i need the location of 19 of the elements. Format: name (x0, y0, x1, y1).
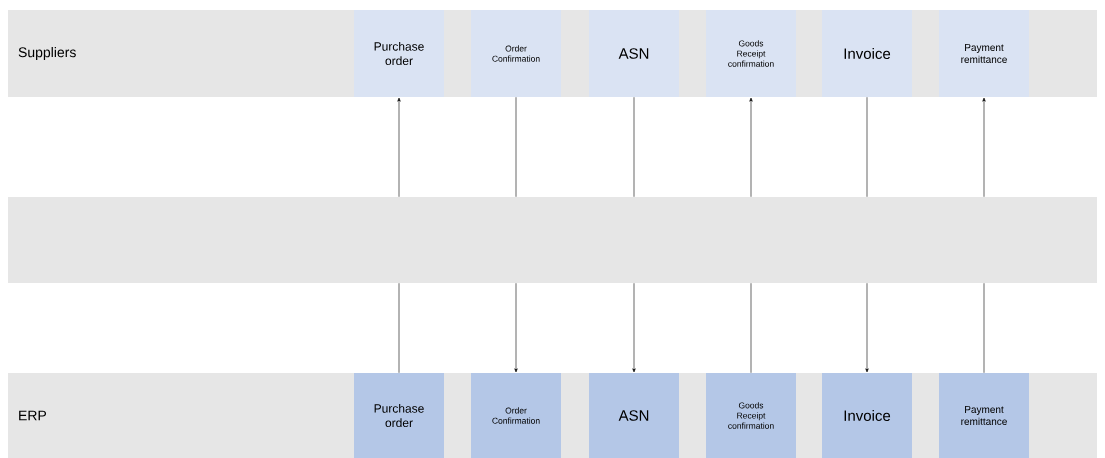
arrow (982, 97, 986, 198)
document-box: Purchase order (354, 373, 444, 458)
document-box: Invoice (822, 10, 912, 97)
document-box: Invoice (822, 373, 912, 458)
arrow (749, 97, 753, 198)
document-box: ASN (589, 373, 679, 458)
document-box: Goods Receipt confirmation (706, 373, 796, 458)
document-box: Purchase order (354, 10, 444, 97)
arrow (514, 282, 518, 373)
document-box: Goods Receipt confirmation (706, 10, 796, 97)
document-box: ASN (589, 10, 679, 97)
arrow (865, 282, 869, 373)
document-box: Order Confirmation (471, 373, 561, 458)
document-box: Order Confirmation (471, 10, 561, 97)
document-box: Payment remittance (939, 10, 1029, 97)
arrow (632, 282, 636, 373)
swimlane-band (8, 197, 1097, 283)
document-box: Payment remittance (939, 373, 1029, 458)
arrow (397, 97, 401, 198)
